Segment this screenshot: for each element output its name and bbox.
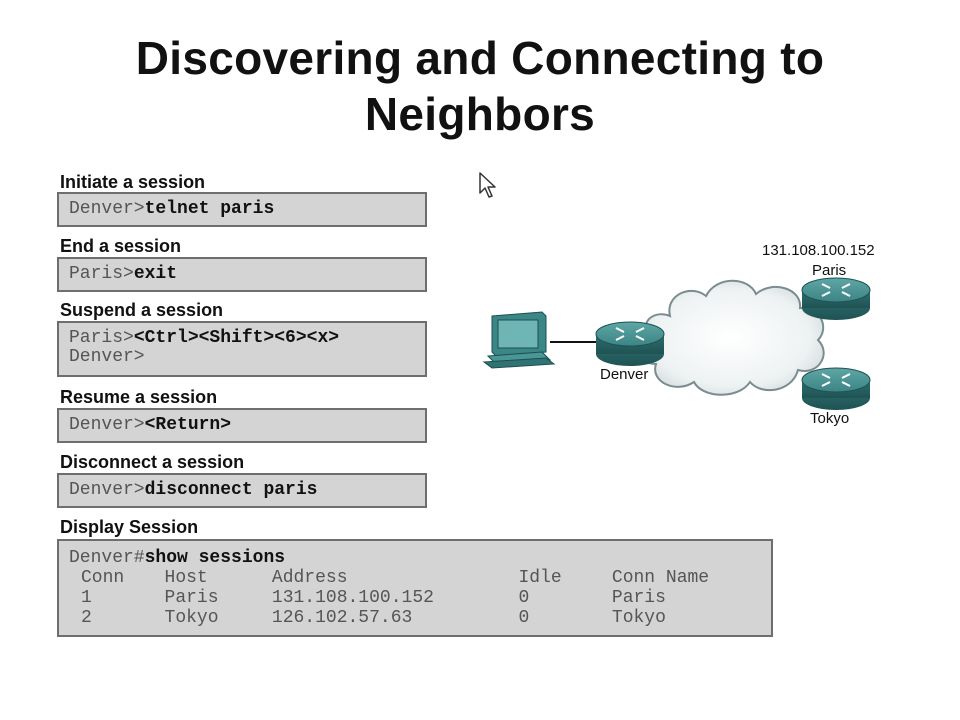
- cell-conn: 1: [81, 588, 92, 608]
- initiate-command: telnet paris: [144, 199, 275, 219]
- router-icon: [801, 367, 871, 410]
- cell-host: Tokyo: [164, 608, 219, 628]
- router-icon: [801, 277, 871, 320]
- disconnect-session-label: Disconnect a session: [60, 452, 245, 472]
- cell-conn: 2: [81, 608, 92, 628]
- slide-title-line2: Neighbors: [364, 88, 596, 140]
- header-conn-name: Conn Name: [611, 568, 710, 588]
- display-command: show sessions: [144, 548, 286, 568]
- end-prompt: Paris>: [69, 264, 134, 284]
- initiate-session-label: Initiate a session: [60, 172, 206, 192]
- slide-title-line1: Discovering and Connecting to: [135, 32, 825, 84]
- suspend-session-box: Paris><Ctrl><Shift><6><x> Denver>: [57, 321, 427, 377]
- end-session-label: End a session: [60, 236, 182, 256]
- disconnect-command: disconnect paris: [144, 480, 318, 500]
- mouse-cursor-icon: [479, 172, 496, 198]
- suspend-session-label: Suspend a session: [60, 300, 224, 320]
- network-diagram: 131.108.100.152 Paris Denver Tokyo: [480, 236, 920, 436]
- display-command-line: Denver#show sessions: [69, 548, 761, 568]
- resume-command: <Return>: [144, 415, 232, 435]
- tokyo-label: Tokyo: [810, 410, 850, 427]
- slide-title: Discovering and Connecting to Neighbors: [0, 30, 960, 142]
- cell-idle: 0: [518, 608, 530, 628]
- display-session-label: Display Session: [60, 517, 199, 537]
- end-command: exit: [133, 264, 178, 284]
- cloud-icon: [636, 279, 825, 396]
- initiate-session-box: Denver>telnet paris: [57, 192, 427, 227]
- cell-conn-name: Tokyo: [611, 608, 666, 628]
- resume-session-box: Denver><Return>: [57, 408, 427, 443]
- cell-address: 126.102.57.63: [271, 608, 413, 628]
- display-prompt: Denver#: [69, 548, 145, 568]
- header-address: Address: [271, 568, 348, 588]
- paris-label: Paris: [812, 262, 847, 279]
- header-idle: Idle: [518, 568, 562, 588]
- initiate-prompt: Denver>: [69, 199, 145, 219]
- cell-address: 131.108.100.152: [271, 588, 434, 608]
- header-conn: Conn: [81, 568, 125, 588]
- router-icon: [595, 321, 665, 366]
- disconnect-session-box: Denver>disconnect paris: [57, 473, 427, 508]
- cell-idle: 0: [518, 588, 530, 608]
- disconnect-prompt: Denver>: [69, 480, 145, 500]
- denver-label: Denver: [600, 366, 649, 383]
- table-row: 1 Paris 131.108.100.152 0 Paris: [69, 588, 761, 608]
- sessions-header-row: Conn Host Address Idle Conn Name: [69, 568, 761, 588]
- display-session-box: Denver#show sessions Conn Host Address I…: [57, 539, 773, 637]
- resume-session-label: Resume a session: [60, 387, 218, 407]
- paris-ip-label: 131.108.100.152: [762, 242, 875, 259]
- workstation-icon: [482, 311, 556, 369]
- suspend-line2: Denver>: [69, 347, 145, 367]
- header-host: Host: [164, 568, 208, 588]
- suspend-prompt: Paris>: [69, 328, 134, 348]
- cell-conn-name: Paris: [611, 588, 666, 608]
- end-session-box: Paris>exit: [57, 257, 427, 292]
- cell-host: Paris: [164, 588, 219, 608]
- resume-prompt: Denver>: [69, 415, 145, 435]
- table-row: 2 Tokyo 126.102.57.63 0 Tokyo: [69, 608, 761, 628]
- suspend-command: <Ctrl><Shift><6><x>: [133, 328, 340, 348]
